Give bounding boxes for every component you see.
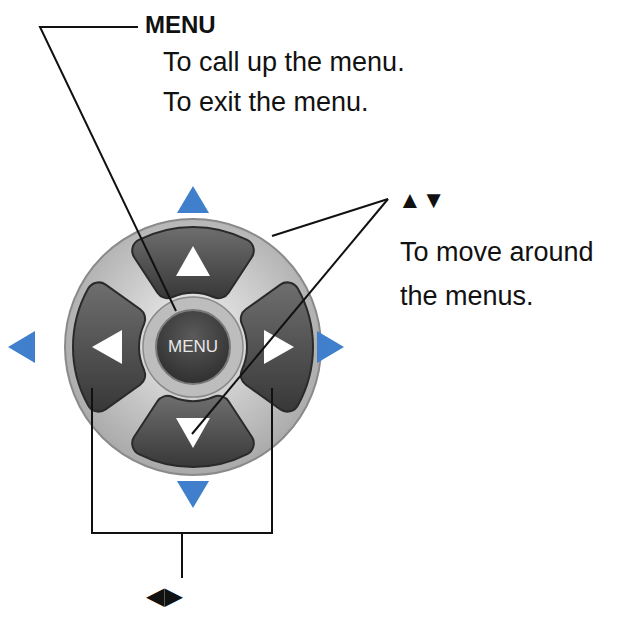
leader-line (272, 199, 388, 236)
direction-button (73, 282, 145, 411)
description: To move around the menus. (400, 230, 632, 318)
button-arrow (92, 330, 122, 364)
menu-button: MENU (155, 309, 231, 385)
leader-line (92, 388, 272, 533)
button-name: MENU (145, 11, 216, 40)
leader-line (192, 199, 388, 434)
leader-line (40, 27, 176, 311)
direction-button (132, 227, 254, 298)
key-symbol: ▲▼ (398, 186, 446, 215)
direction-marker (8, 331, 35, 363)
description: To call up the menu. (163, 46, 405, 78)
direction-marker (317, 331, 344, 363)
button-arrow (176, 246, 210, 276)
button-label: MENU (168, 337, 218, 357)
leader-line (181, 533, 183, 578)
menu-button-rim (143, 297, 243, 397)
dpad-ring (65, 219, 321, 475)
description: To exit the menu. (163, 86, 369, 118)
button-arrow (264, 330, 294, 364)
key-symbol: ◀▶ (146, 582, 183, 611)
direction-marker (177, 186, 209, 213)
direction-marker (177, 481, 209, 508)
